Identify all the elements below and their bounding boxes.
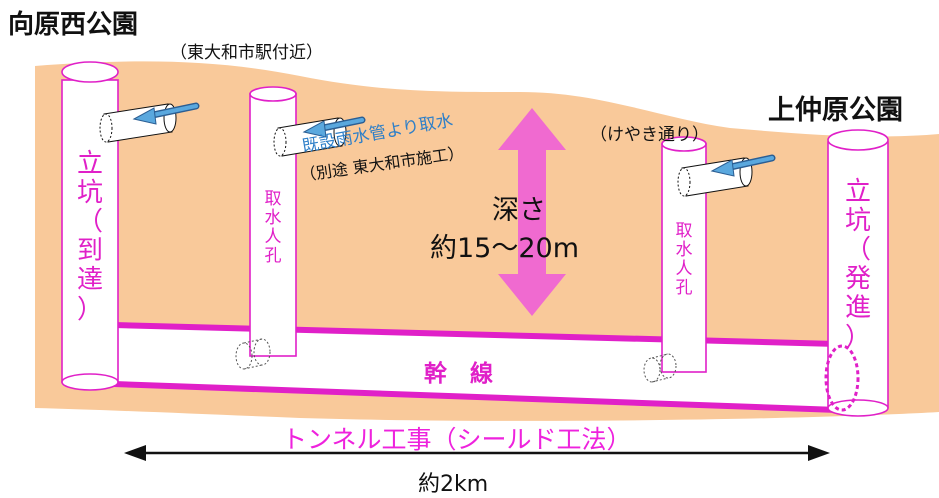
intake-hole-right-label: 取 水 人 孔 [675,221,693,299]
left-shaft [61,61,119,391]
left-shaft-label: 立 坑 （ 到 達 ） [76,149,103,325]
flow-arrow-1 [132,102,200,125]
main-line-label: 幹 線 [424,361,493,387]
left-park-note: （東大和市駅付近） [170,43,323,63]
connection-stub-right [643,353,677,383]
depth-value: 約15～20m [430,233,580,264]
right-shaft [824,129,889,417]
right-park-name: 上仲原公園 [768,95,903,126]
right-shaft-label: 立 坑 （ 発 進 ） [844,177,871,353]
right-park-note: （けやき通り） [590,125,709,145]
flow-arrow-2 [302,116,366,138]
length-arrow [124,445,830,461]
left-park-name: 向原西公園 [8,10,139,40]
flow-arrow-3 [710,154,776,177]
connection-stub-left [235,338,271,370]
depth-arrow [498,108,566,316]
length-label: 約2km [418,472,489,497]
depth-label: 深さ [492,195,546,226]
intake-hole-left-label: 取 水 人 孔 [264,189,282,267]
tunnel-label: トンネル工事（シールド工法） [282,425,632,454]
